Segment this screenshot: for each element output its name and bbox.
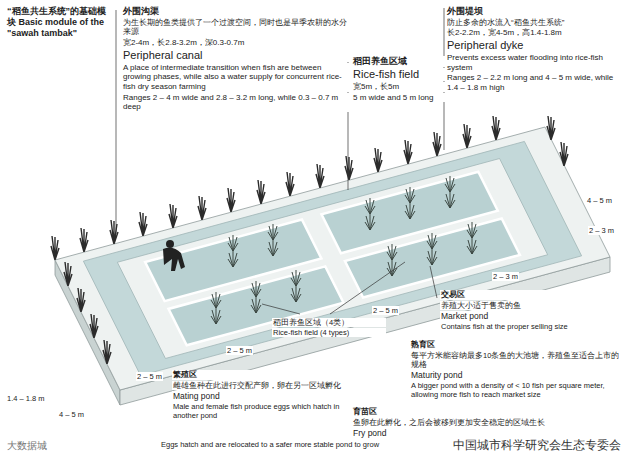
callout-heading-zh: 育苗区	[352, 407, 554, 417]
callout-heading: Mating pond	[172, 391, 349, 401]
dimension-label: 2 – 5 m	[226, 346, 253, 355]
callout-text: A bigger pond with a density of < 10 fis…	[410, 381, 626, 399]
callout-heading: Peripheral dyke	[446, 39, 626, 52]
callout-text: Contains fish at the proper selling size	[440, 322, 624, 331]
callout-text: Eggs hatch and are relocated to a safer …	[160, 440, 462, 449]
dimension-label: 1.4 – 1.8 m	[6, 394, 46, 403]
callout-heading: Peripheral canal	[122, 49, 349, 62]
dimension-text-zh: 长2-2.2m，宽4-5m，高1.4-1.8m	[446, 28, 626, 38]
dimension-text-zh: 宽5m，长5m	[352, 82, 446, 92]
dimension-label: 2 – 3 m	[492, 272, 519, 281]
callout-heading: Maturity pond	[410, 370, 626, 380]
dimension-label: 2 – 3 m	[588, 226, 615, 235]
title: “稻鱼共生系统”的基础模块 Basic module of the "sawah…	[6, 6, 112, 38]
callout-text-zh: 鱼卵在此孵化，之后会被移到更加安全稳定的区域生长	[352, 418, 554, 427]
callout-heading: Market pond	[440, 311, 624, 321]
callout-heading-zh: 繁殖区	[172, 370, 349, 380]
callout-text-zh: 养殖大小适于售卖的鱼	[440, 301, 624, 310]
dimension-text: 5 m wide and 5 m long	[352, 93, 446, 103]
callout-heading-zh: 稻田养鱼区域	[352, 56, 446, 67]
callout-text-zh: 每平方米能容纳最多10条鱼的大池塘，养殖鱼至适合上市的规格	[410, 351, 626, 369]
dimension-text: Ranges 2 – 2.2 m long and 4 – 5 m wide, …	[446, 73, 626, 92]
farmer-figure	[163, 240, 185, 271]
callout-text: Prevents excess water flooding into rice…	[446, 53, 626, 72]
watermark: 大数据城	[6, 440, 48, 452]
callout-heading-zh: 熟育区	[410, 340, 626, 350]
dimension-label: 2 – 5 m	[136, 372, 163, 381]
callout-heading-zh: 交易区	[440, 290, 624, 300]
dimension-text-zh: 宽2-4m，长2.8-3.2m，深0.3-0.7m	[122, 38, 349, 48]
callout-heading-zh: 外围堤坝	[446, 6, 626, 17]
callout-heading: Fry pond	[352, 428, 554, 438]
rice-plants	[211, 176, 477, 324]
dimension-text: Ranges 2 – 4 m wide and 2.8 – 3.2 m long…	[122, 93, 349, 112]
callout-text-zh: 雌雄鱼种在此进行交配产卵，卵在另一区域孵化	[172, 381, 349, 390]
callout-heading: Rice-fish field	[352, 68, 446, 81]
callout-text: A place of intermediate transition when …	[122, 63, 349, 92]
dimension-label: 4 – 5 m	[586, 196, 613, 205]
watermark: 中国城市科学研究会生态专委会	[452, 438, 622, 452]
dimension-label: 4 – 5 m	[58, 410, 85, 419]
callout-text: Male and female fish produce eggs which …	[172, 402, 349, 420]
callout-heading-zh: 稻田养鱼区域（4类）	[272, 318, 386, 327]
callout-text-zh: 防止多余的水流入“稻鱼共生系统”	[446, 18, 626, 28]
dimension-label: 2 – 5 m	[372, 306, 399, 315]
callout-text-zh: 为生长期的鱼类提供了一个过渡空间，同时也是旱季农耕的水分来源	[122, 18, 349, 37]
leader-lines	[116, 8, 444, 314]
callout-heading: Rice-fish field (4 types)	[272, 328, 386, 337]
callout-heading-zh: 外围沟渠	[122, 6, 349, 17]
